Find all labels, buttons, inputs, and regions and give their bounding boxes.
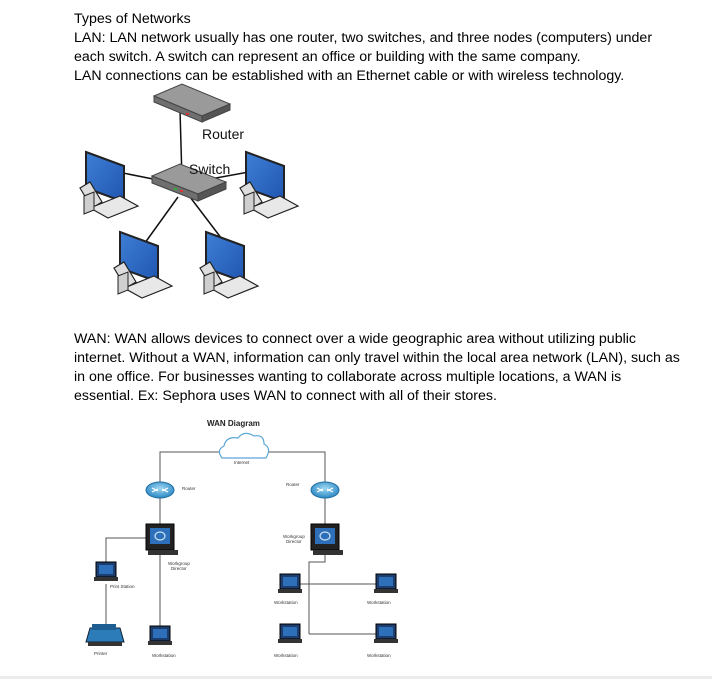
right-router-icon [310, 481, 340, 499]
right-director-icon [310, 523, 343, 555]
lan-workstation-icon [113, 230, 174, 299]
right-director-label-2: Director [286, 539, 302, 544]
right-workstation-bl-icon [278, 623, 302, 643]
print-station-label: Print Station [110, 584, 135, 589]
wan-diagram-title: WAN Diagram [207, 419, 260, 428]
left-director-icon [145, 523, 178, 555]
right-workstation-tr-icon [374, 573, 398, 593]
lan-connections-paragraph: LAN connections can be established with … [74, 68, 625, 84]
print-station-icon [94, 561, 118, 581]
wan-paragraph: WAN: WAN allows devices to connect over … [74, 331, 680, 404]
right-director-label-1: Workgroup [283, 534, 305, 539]
router-label: Router [202, 126, 244, 142]
internet-cloud-icon [218, 432, 270, 459]
page-bottom-edge [0, 676, 712, 679]
lan-paragraph: LAN: LAN network usually has one router,… [74, 30, 653, 65]
switch-device-icon [150, 163, 228, 202]
wan-diagram: WAN Diagram Internet Router Router Workg… [85, 419, 398, 658]
lan-diagram: Router Switch [79, 83, 300, 299]
left-workstation-icon [148, 625, 172, 645]
lan-workstation-icon [79, 150, 140, 219]
right-workstation-br-label: Workstation [367, 653, 391, 658]
right-router-label: Router [286, 482, 300, 487]
wan-links [105, 451, 380, 635]
lan-workstation-icon [199, 230, 260, 299]
left-director-label-2: Director [171, 566, 187, 571]
router-device-icon [152, 83, 232, 123]
internet-label: Internet [234, 460, 250, 465]
switch-label: Switch [189, 161, 230, 177]
document-heading: Types of Networks [74, 11, 191, 27]
right-workstation-br-icon [374, 623, 398, 643]
printer-icon [85, 624, 125, 646]
left-router-icon [145, 481, 175, 499]
right-workstation-tr-label: Workstation [367, 600, 391, 605]
right-workstation-bl-label: Workstation [274, 653, 298, 658]
left-workstation-label: Workstation [152, 653, 176, 658]
right-workstation-tl-icon [278, 573, 302, 593]
left-router-label: Router [182, 486, 196, 491]
left-director-label-1: Workgroup [168, 561, 190, 566]
lan-workstation-icon [239, 150, 300, 219]
right-workstation-tl-label: Workstation [274, 600, 298, 605]
printer-label: Printer [94, 651, 108, 656]
